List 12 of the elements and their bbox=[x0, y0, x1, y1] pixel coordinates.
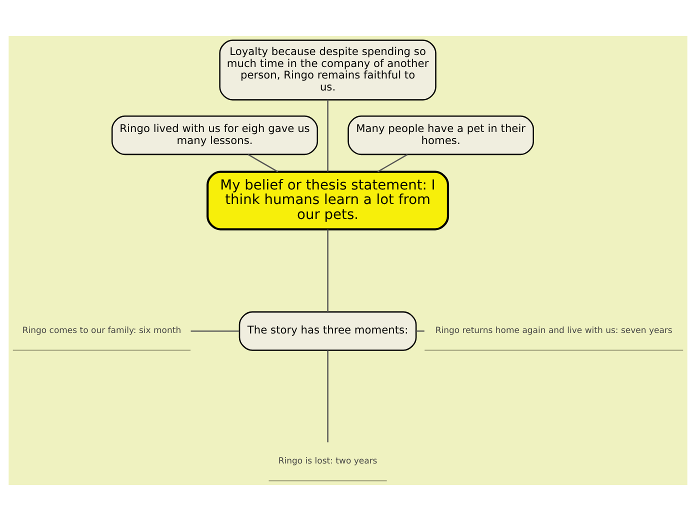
node-text: Ringo is lost: two years bbox=[278, 456, 378, 466]
node-text: Ringo comes to our family: six month bbox=[22, 326, 182, 336]
connector bbox=[190, 330, 240, 332]
node-box: The story has three moments: bbox=[238, 310, 417, 350]
node-box: Loyalty because despite spending so much time in the company of another person, Ringo remains faithful to us. bbox=[219, 39, 436, 100]
node-box: My belief or thesis statement: I think humans learn a lot from our pets. bbox=[206, 170, 450, 230]
connector bbox=[327, 99, 328, 172]
node-text: Ringo returns home again and live with us: seven years bbox=[435, 326, 672, 336]
node-box: Ringo lived with us for eigh gave us many lessons. bbox=[111, 115, 318, 155]
connector bbox=[327, 229, 328, 312]
node-box: Many people have a pet in their homes. bbox=[348, 115, 534, 155]
connector bbox=[327, 350, 328, 442]
